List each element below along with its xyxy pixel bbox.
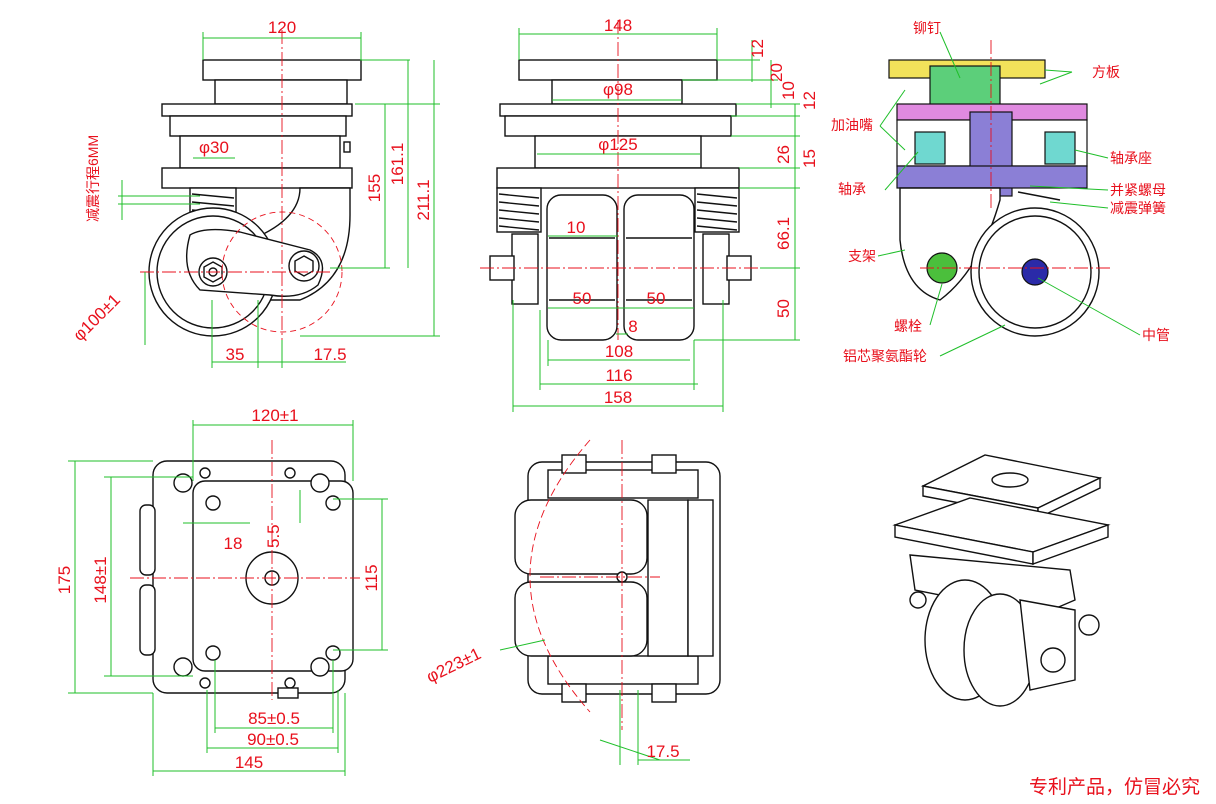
dim-top-85: 85±0.5	[248, 709, 300, 728]
dim-front-50a: 50	[573, 289, 592, 308]
dim-front-v15: 15	[800, 149, 819, 168]
bottom-nut-tl	[561, 454, 587, 474]
front-bracket-right	[702, 233, 730, 305]
dim-bottom-d223: φ223±1	[423, 644, 484, 687]
dim-side-155: 155	[365, 174, 384, 202]
bottom-bracket-edge	[687, 499, 714, 657]
section-bearing	[914, 131, 946, 165]
side-swivel-ring	[169, 115, 347, 137]
label-spring: 减震弹簧	[1110, 201, 1166, 217]
dim-top-120: 120±1	[251, 406, 298, 425]
dim-front-158: 158	[604, 388, 632, 407]
front-wheel-right	[623, 194, 695, 341]
label-wheel: 铝芯聚氨酯轮	[843, 349, 927, 365]
dim-top-145: 145	[235, 753, 263, 772]
front-spring-left	[496, 187, 542, 233]
iso-side-arm	[1019, 599, 1076, 691]
side-top-hub	[214, 79, 348, 105]
label-center-tube: 中管	[1142, 328, 1170, 344]
dim-side-d30: φ30	[199, 138, 229, 157]
dim-front-v12a: 12	[748, 39, 767, 58]
dim-side-wheel: φ100±1	[69, 290, 124, 345]
section-bracket	[899, 187, 1001, 301]
bottom-wheel-lower	[514, 581, 648, 657]
dim-top-175: 175	[55, 566, 74, 594]
bottom-bracket	[647, 499, 689, 657]
dim-top-90: 90±0.5	[247, 730, 299, 749]
dim-front-148: 148	[604, 16, 632, 35]
dim-side-120: 120	[268, 18, 296, 37]
iso-pivot-nut	[1078, 614, 1100, 636]
isometric-view	[892, 454, 1111, 707]
side-grease-nipple	[343, 141, 351, 153]
label-bearing-seat: 轴承座	[1110, 151, 1152, 167]
dim-side-161: 161.1	[388, 143, 407, 186]
dim-side-211: 211.1	[414, 179, 433, 220]
side-view: 120 φ30 减震行程6MM 155 161.1 211.1 φ100±1 3…	[69, 18, 440, 368]
dim-front-8: 8	[628, 317, 637, 336]
dim-side-travel: 减震行程6MM	[85, 135, 101, 222]
dim-front-10: 10	[567, 218, 586, 237]
iso-axle-nut	[1040, 647, 1066, 673]
label-grease: 加油嘴	[831, 118, 873, 134]
dim-front-d98: φ98	[603, 80, 633, 99]
front-wheel-left	[546, 194, 618, 341]
dim-front-116: 116	[605, 366, 632, 385]
label-rivet: 铆钉	[913, 21, 941, 37]
bottom-axle-bar-bottom	[547, 655, 699, 685]
dim-front-108: 108	[605, 342, 633, 361]
label-lock-nut: 并紧螺母	[1110, 183, 1166, 199]
section-spring	[1017, 191, 1061, 201]
dim-front-v10: 10	[779, 81, 798, 100]
section-view: 铆钉 方板 加油嘴 轴承座 轴承 并紧螺母 减震弹簧 支架 螺栓 中管 铝芯聚氨…	[831, 21, 1170, 365]
dim-top-115: 115	[362, 564, 381, 591]
dim-front-v12b: 12	[800, 91, 819, 110]
front-spring-right	[694, 187, 740, 233]
dim-front-v66: 66.1	[774, 217, 793, 250]
label-plate: 方板	[1092, 65, 1120, 81]
top-view: 120±1 18 5.5 175 148±1 115 85±0.5 90±0.5…	[55, 406, 388, 776]
bottom-wheel-upper	[514, 499, 648, 575]
side-bracket-top	[161, 167, 353, 189]
label-bearing: 轴承	[838, 182, 866, 198]
bottom-axle-bar-top	[547, 469, 699, 499]
dim-front-v20: 20	[767, 63, 786, 82]
bottom-nut-br	[651, 683, 677, 703]
section-leaders	[877, 31, 1141, 357]
label-bolt: 螺栓	[894, 319, 922, 335]
dim-top-18: 18	[224, 534, 243, 553]
side-bearing-housing	[179, 135, 341, 169]
dim-top-5: 5.5	[264, 524, 283, 548]
bottom-nut-tr	[651, 454, 677, 474]
bottom-view: φ223±1 17.5	[423, 439, 721, 765]
dim-front-50b: 50	[647, 289, 666, 308]
dim-top-148: 148±1	[91, 556, 110, 603]
label-bracket: 支架	[848, 249, 876, 265]
top-tab-upper	[139, 504, 156, 576]
dim-side-35: 35	[226, 345, 245, 364]
dim-front-d125: φ125	[598, 135, 637, 154]
dim-front-v26: 26	[774, 145, 793, 164]
dim-front-v50: 50	[774, 299, 793, 318]
front-view: 148 φ98 φ125 10 50 50 8 108 116 158 12 2…	[480, 16, 819, 412]
dim-bottom-17: 17.5	[646, 742, 679, 761]
side-pivot-nut	[294, 255, 314, 277]
section-center-tube	[1021, 258, 1049, 286]
side-swivel-plate	[161, 103, 353, 117]
footer-notice: 专利产品，仿冒必究	[1029, 776, 1200, 798]
top-tab-lower	[139, 584, 156, 656]
section-bearing-seat	[1044, 131, 1076, 165]
section-bracket-top	[896, 165, 1088, 189]
section-rivet	[929, 65, 1001, 107]
front-bracket-left	[511, 233, 539, 305]
dim-side-17: 17.5	[313, 345, 346, 364]
